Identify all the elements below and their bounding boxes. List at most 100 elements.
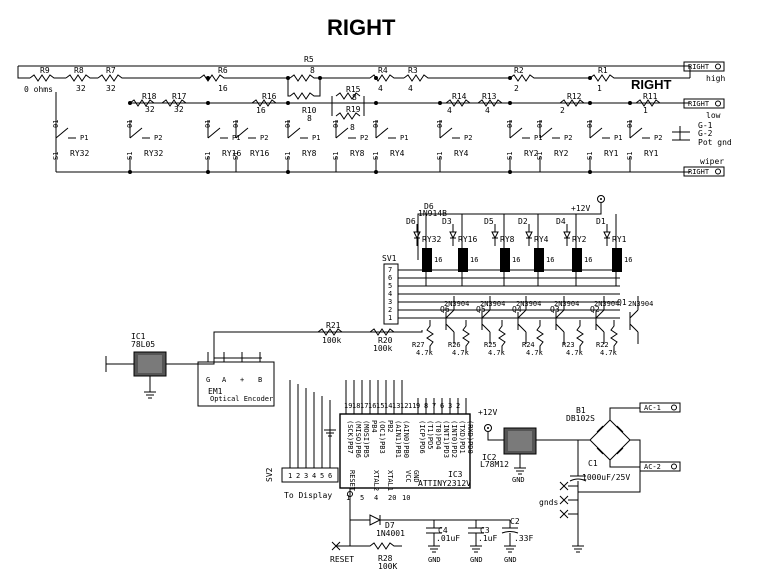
svg-text:R27: R27 <box>412 341 425 349</box>
svg-text:01: 01 <box>232 120 240 128</box>
r9-label: R9 <box>40 66 50 75</box>
svg-text:7: 7 <box>388 266 392 274</box>
svg-text:1: 1 <box>388 314 392 322</box>
svg-text:18: 18 <box>352 402 360 410</box>
svg-text:VCC: VCC <box>404 470 412 483</box>
svg-text:S1: S1 <box>536 152 544 160</box>
svg-text:(INT1)PD3: (INT1)PD3 <box>442 420 450 458</box>
d7-label: D7 <box>385 521 395 530</box>
svg-text:R26: R26 <box>448 341 461 349</box>
r20-value: 100k <box>373 344 392 353</box>
svg-text:16: 16 <box>584 256 592 264</box>
svg-text:01: 01 <box>204 120 212 128</box>
sv1-label: SV1 <box>382 254 397 263</box>
svg-text:4: 4 <box>388 290 392 298</box>
svg-text:IC3: IC3 <box>448 470 463 479</box>
svg-text:15: 15 <box>376 402 384 410</box>
svg-text:5: 5 <box>360 494 364 502</box>
svg-text:01: 01 <box>52 120 60 128</box>
svg-text:(OC1)PB3: (OC1)PB3 <box>378 420 386 454</box>
relay-label: RY16 <box>250 149 269 158</box>
svg-text:4.7k: 4.7k <box>416 349 434 357</box>
relay-label: RY8 <box>302 149 317 158</box>
connector-right-wiper[interactable]: RIGHT <box>683 166 725 177</box>
d6-value: 1N914B <box>418 209 447 218</box>
r3-value: 4 <box>408 84 413 93</box>
connector-right-low[interactable]: RIGHT <box>683 98 725 109</box>
svg-text:ATTINY2312V: ATTINY2312V <box>418 479 471 488</box>
svg-text:RIGHT: RIGHT <box>688 63 710 71</box>
plus12v-terminal[interactable] <box>597 195 605 203</box>
svg-text:D4: D4 <box>556 217 566 226</box>
svg-text:S1: S1 <box>52 152 60 160</box>
r1-label: R1 <box>598 66 608 75</box>
high-label: high <box>706 74 725 83</box>
r21-value: 100k <box>322 336 341 345</box>
svg-text:S1: S1 <box>232 152 240 160</box>
r6-label: R6 <box>218 66 228 75</box>
relay-label: RY4 <box>454 149 469 158</box>
r5-label: R5 <box>304 55 314 64</box>
connector-ac1[interactable]: AC-1 <box>639 402 681 413</box>
relay-label: RY2 <box>554 149 569 158</box>
svg-text:PB4: PB4 <box>370 420 378 433</box>
r5-value: 8 <box>310 66 315 75</box>
svg-text:3: 3 <box>304 472 308 480</box>
svg-text:S1: S1 <box>284 152 292 160</box>
svg-text:2: 2 <box>296 472 300 480</box>
svg-text:4: 4 <box>374 494 378 502</box>
svg-text:+: + <box>240 376 244 384</box>
svg-text:C4: C4 <box>438 526 448 535</box>
svg-text:P1: P1 <box>614 134 622 142</box>
svg-text:PB2: PB2 <box>386 420 394 433</box>
ic1-value: 78L05 <box>131 340 155 349</box>
svg-text:(T0)PD4: (T0)PD4 <box>434 420 442 450</box>
wiper-label: wiper <box>700 157 724 166</box>
connector-ac2[interactable]: AC-2 <box>639 461 681 472</box>
svg-text:D6: D6 <box>406 217 416 226</box>
plus12v-terminal-mid[interactable] <box>484 424 492 432</box>
connector-right-high[interactable]: RIGHT <box>683 61 725 72</box>
svg-text:S1: S1 <box>204 152 212 160</box>
svg-text:R23: R23 <box>562 341 575 349</box>
relay-label: RY1 <box>644 149 659 158</box>
svg-text:(MISO)PB6: (MISO)PB6 <box>354 420 362 458</box>
svg-text:(AIN1)PB1: (AIN1)PB1 <box>394 420 402 458</box>
svg-text:1: 1 <box>346 494 350 502</box>
svg-text:P1: P1 <box>400 134 408 142</box>
svg-text:GND: GND <box>412 470 420 483</box>
svg-text:2N3904: 2N3904 <box>554 300 579 308</box>
svg-text:4.7k: 4.7k <box>566 349 584 357</box>
r7-label: R7 <box>106 66 116 75</box>
svg-text:.33F: .33F <box>514 534 533 543</box>
r2-label: R2 <box>514 66 524 75</box>
svg-text:4.7k: 4.7k <box>600 349 618 357</box>
svg-text:3: 3 <box>388 298 392 306</box>
r6-value: 16 <box>218 84 228 93</box>
reset-label[interactable]: RESET <box>330 555 354 564</box>
svg-text:6: 6 <box>328 472 332 480</box>
svg-text:2: 2 <box>456 402 460 410</box>
svg-text:2N3904: 2N3904 <box>516 300 541 308</box>
ic2-value: L78M12 <box>480 460 509 469</box>
svg-text:P2: P2 <box>464 134 472 142</box>
r8-value: 32 <box>76 84 86 93</box>
svg-text:6: 6 <box>440 402 444 410</box>
svg-text:4: 4 <box>312 472 316 480</box>
svg-text:12: 12 <box>400 402 408 410</box>
r14-label: R14 <box>452 92 467 101</box>
svg-text:C3: C3 <box>480 526 490 535</box>
svg-text:01: 01 <box>332 120 340 128</box>
r10-value: 8 <box>307 114 312 123</box>
